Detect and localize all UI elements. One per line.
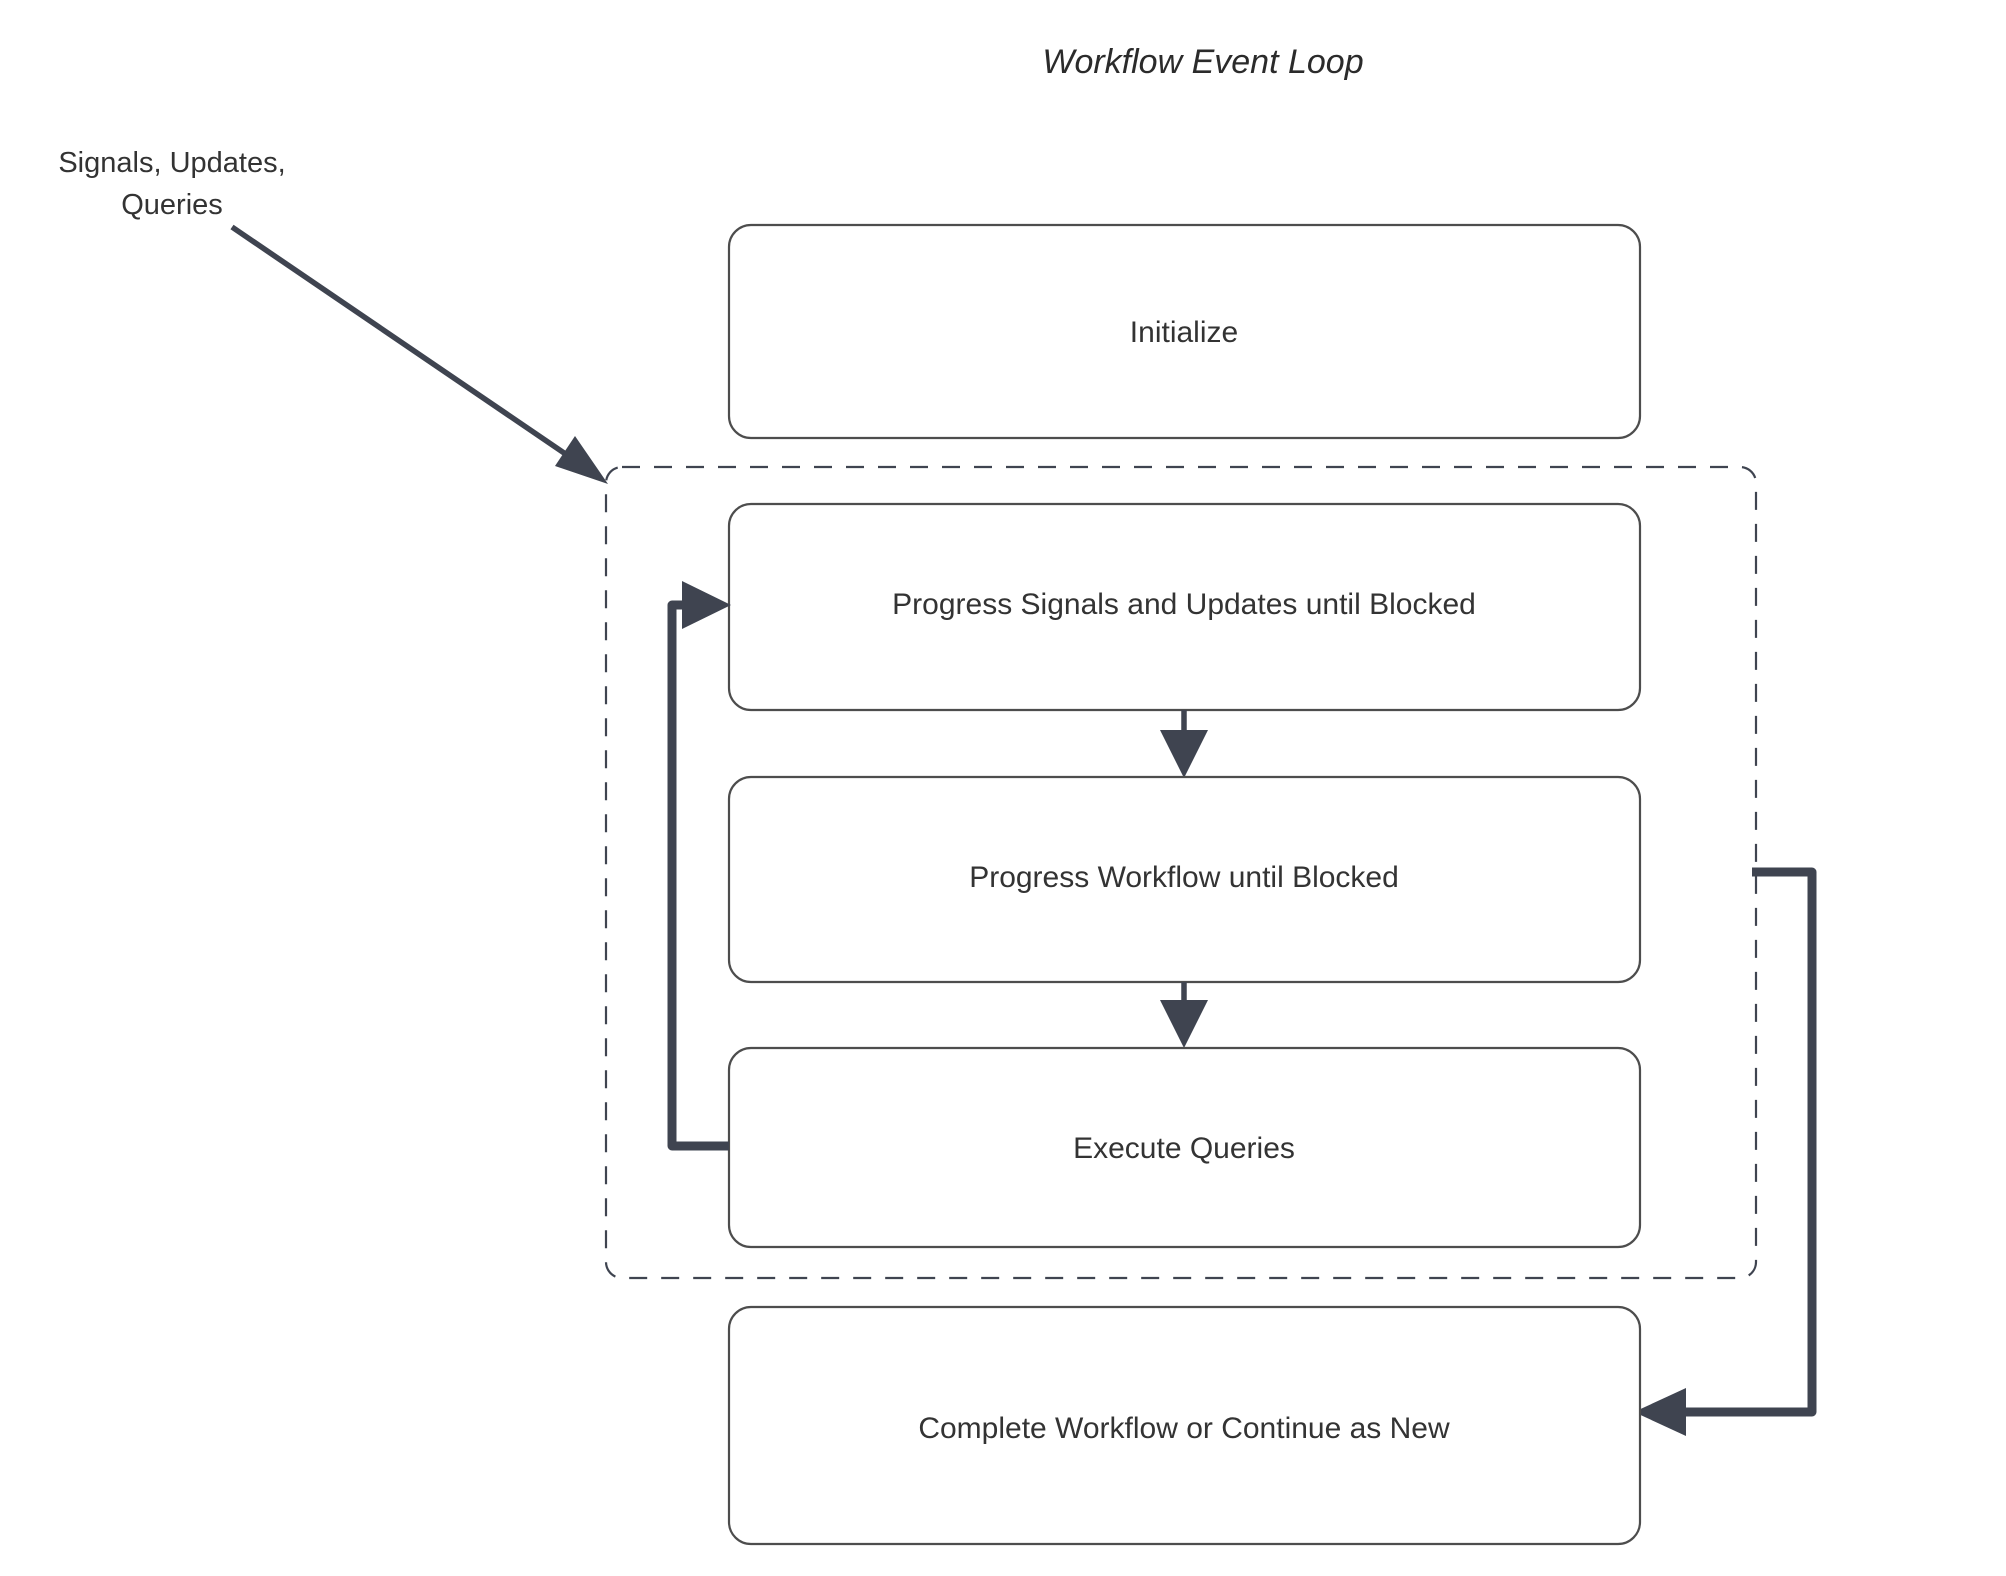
node-initialize-shape bbox=[727, 223, 1642, 440]
edge-group-to-complete-workflow bbox=[1634, 867, 1817, 1436]
edge-external-input-arrow bbox=[230, 224, 608, 484]
node-initialize-label: Initialize bbox=[1130, 316, 1238, 349]
node-progress-workflow-label: Progress Workflow until Blocked bbox=[969, 861, 1399, 894]
node-initialize[interactable]: Initialize bbox=[727, 223, 1642, 440]
edge-signals-to-workflow-arrow bbox=[1160, 710, 1208, 778]
node-complete-workflow-label: Complete Workflow or Continue as New bbox=[918, 1412, 1450, 1445]
edge-workflow-to-queries-arrow bbox=[1160, 982, 1208, 1048]
node-progress-workflow[interactable]: Progress Workflow until Blocked bbox=[727, 775, 1642, 984]
node-progress-signals[interactable]: Progress Signals and Updates until Block… bbox=[727, 502, 1642, 712]
page-title: Workflow Event Loop bbox=[1042, 43, 1363, 81]
node-progress-signals-label: Progress Signals and Updates until Block… bbox=[892, 588, 1476, 621]
node-execute-queries[interactable]: Execute Queries bbox=[727, 1046, 1642, 1249]
edge-loop-back-to-signals bbox=[667, 581, 731, 1151]
node-complete-workflow[interactable]: Complete Workflow or Continue as New bbox=[727, 1305, 1642, 1546]
node-complete-workflow-shape bbox=[727, 1305, 1642, 1546]
event-loop-group-boundary bbox=[604, 465, 1758, 1280]
edge-label-input-line2: Queries bbox=[121, 189, 223, 221]
node-execute-queries-label: Execute Queries bbox=[1073, 1132, 1295, 1165]
edge-label-input-line1: Signals, Updates, bbox=[58, 147, 285, 179]
